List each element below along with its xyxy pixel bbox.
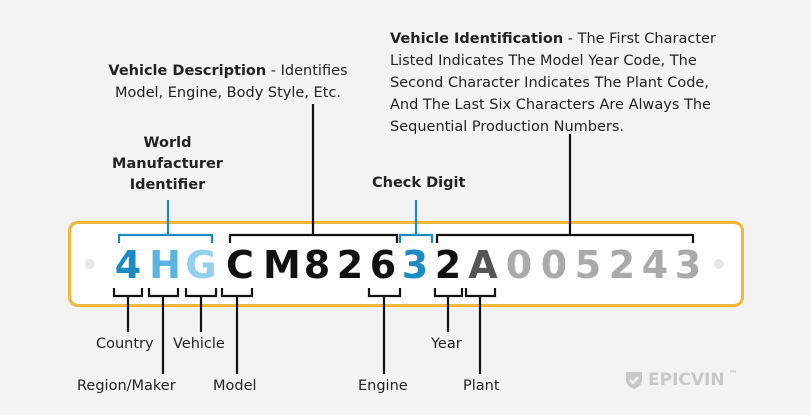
label-vehicle: Vehicle [173,336,225,352]
vin-char-1: 4 [114,243,142,287]
label-region-maker: Region/Maker [77,378,176,394]
vin-char-14: 5 [574,243,602,287]
label-plant: Plant [463,378,500,394]
vin-char-16: 4 [641,243,669,287]
vin-char-3: G [185,243,217,287]
vin-char-15: 2 [608,243,636,287]
plate-rivet-left [85,259,95,269]
vis-label: Vehicle Identification - The First Chara… [390,28,735,138]
vin-char-10: 2 [434,243,462,287]
label-country: Country [96,336,154,352]
check-digit-label: Check Digit [372,175,466,191]
vds-text: - Identifies Model, Engine, Body Style, … [115,63,348,101]
plate-rivet-right [714,259,724,269]
label-year: Year [431,336,462,352]
vis-text: - The First Character Listed Indicates T… [390,31,716,135]
vin-char-5: M [263,243,301,287]
vis-title: Vehicle Identification [390,31,564,47]
shield-check-icon [626,372,642,389]
vin-char-4: C [226,243,254,287]
label-model: Model [213,378,257,394]
vin-char-12: 0 [505,243,533,287]
logo-text: EPICVIN [648,370,725,390]
vin-char-8: 6 [369,243,397,287]
vds-label: Vehicle Description - Identifies Model, … [108,60,348,104]
vin-char-2: H [149,243,181,287]
vin-char-9: 3 [401,243,429,287]
vin-char-6: 8 [303,243,331,287]
label-engine: Engine [358,378,408,394]
vds-title: Vehicle Description [108,63,267,79]
vin-char-7: 2 [336,243,364,287]
wmi-label: World Manufacturer Identifier [112,135,223,193]
vin-char-13: 0 [540,243,568,287]
vin-char-17: 3 [674,243,702,287]
logo-tm: ™ [728,370,738,380]
vin-char-11: A [468,243,498,287]
